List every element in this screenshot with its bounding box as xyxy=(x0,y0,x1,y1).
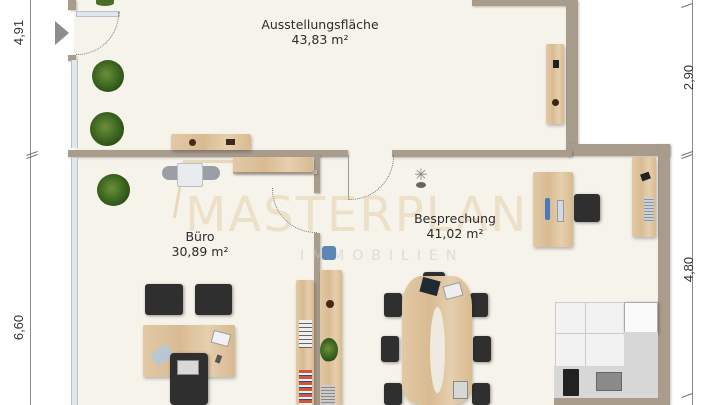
conference-chair xyxy=(472,383,490,405)
dimension-label-right-top: 2,90 xyxy=(681,64,697,91)
wall-right-step xyxy=(566,144,670,156)
shelf-item-icon xyxy=(552,99,559,106)
binders-grey-icon xyxy=(321,385,335,405)
kitchen-upper-cabinets xyxy=(555,302,627,368)
shelf-right-wall xyxy=(546,44,564,124)
room-name: Ausstellungsfläche xyxy=(261,17,379,32)
desk-besprechung xyxy=(533,172,573,247)
sideboard-item-icon xyxy=(189,139,196,146)
dimension-label-right-bottom: 4,80 xyxy=(681,256,697,283)
wall-left-top xyxy=(68,0,76,10)
tablet-icon xyxy=(453,381,468,399)
armchair-left xyxy=(145,284,183,315)
wall-middle-right xyxy=(392,150,572,157)
conference-table-glass-inlay xyxy=(430,307,445,393)
sideboard-buero-top xyxy=(233,157,313,172)
room-area: 30,89 m² xyxy=(171,244,229,259)
wall-middle-left xyxy=(68,150,348,157)
dimension-label-left-top: 4,91 xyxy=(11,19,27,46)
plant-top-icon xyxy=(96,0,114,6)
wall-partition-lower xyxy=(314,233,320,405)
wall-bottom-right xyxy=(554,398,670,405)
floor-ausstellungsflaeche xyxy=(74,0,570,155)
wall-right-upper xyxy=(566,0,578,150)
shelf-item-icon xyxy=(326,300,334,308)
stove-icon xyxy=(563,369,579,396)
binders-colored-icon xyxy=(299,370,312,405)
wall-cabinet-divider xyxy=(233,170,317,174)
room-name: Besprechung xyxy=(414,211,496,226)
dimension-label-left-bottom: 6,60 xyxy=(11,314,27,341)
plant-icon xyxy=(90,112,124,146)
conference-chair xyxy=(384,383,402,405)
sideboard-top-left xyxy=(171,134,251,150)
wall-partition-upper xyxy=(314,155,320,193)
armchair-right xyxy=(195,284,232,315)
room-label-ausstellungsflaeche: Ausstellungsfläche 43,83 m² xyxy=(240,17,400,47)
sideboard-item-icon xyxy=(226,139,235,145)
dimension-line-right xyxy=(692,0,693,405)
kitchen-cabinet-grid xyxy=(585,302,586,366)
window-left-upper xyxy=(71,60,78,148)
kitchen-cabinet-grid xyxy=(555,333,625,334)
wall-left-post xyxy=(68,55,76,61)
wall-top-right-inner xyxy=(472,0,570,6)
dimension-line-left xyxy=(30,0,31,405)
wall-right-lower xyxy=(658,144,670,405)
entrance-arrow-icon xyxy=(55,21,69,45)
binders-icon xyxy=(299,320,312,348)
room-area: 41,02 m² xyxy=(426,226,484,241)
window-left-lower xyxy=(71,158,78,405)
plant-icon xyxy=(320,338,338,362)
conference-chair xyxy=(381,336,399,362)
binders-icon xyxy=(644,197,654,222)
floor-lamp-base-icon xyxy=(416,182,426,188)
printer-body-icon xyxy=(177,163,203,187)
tablet-icon xyxy=(177,360,199,375)
room-area: 43,83 m² xyxy=(291,32,349,47)
plant-icon xyxy=(92,60,124,92)
room-label-buero: Büro 30,89 m² xyxy=(150,229,250,259)
kitchen-counter-side xyxy=(624,332,658,366)
conference-chair xyxy=(384,293,402,317)
sink-icon xyxy=(596,372,622,391)
keyboard-icon xyxy=(557,200,564,222)
room-name: Büro xyxy=(185,229,215,244)
office-chair-besprechung xyxy=(574,194,600,222)
wall-socket-icon xyxy=(322,246,336,260)
room-label-besprechung: Besprechung 41,02 m² xyxy=(400,211,510,241)
floor-lamp-icon: ✳ xyxy=(414,165,428,184)
conference-chair xyxy=(473,336,491,362)
shelf-item-icon xyxy=(553,60,559,68)
plant-icon xyxy=(97,174,130,206)
conference-chair xyxy=(470,293,488,317)
shelf-partition-right xyxy=(320,270,342,405)
fridge xyxy=(624,302,658,334)
monitor-icon xyxy=(545,198,550,220)
